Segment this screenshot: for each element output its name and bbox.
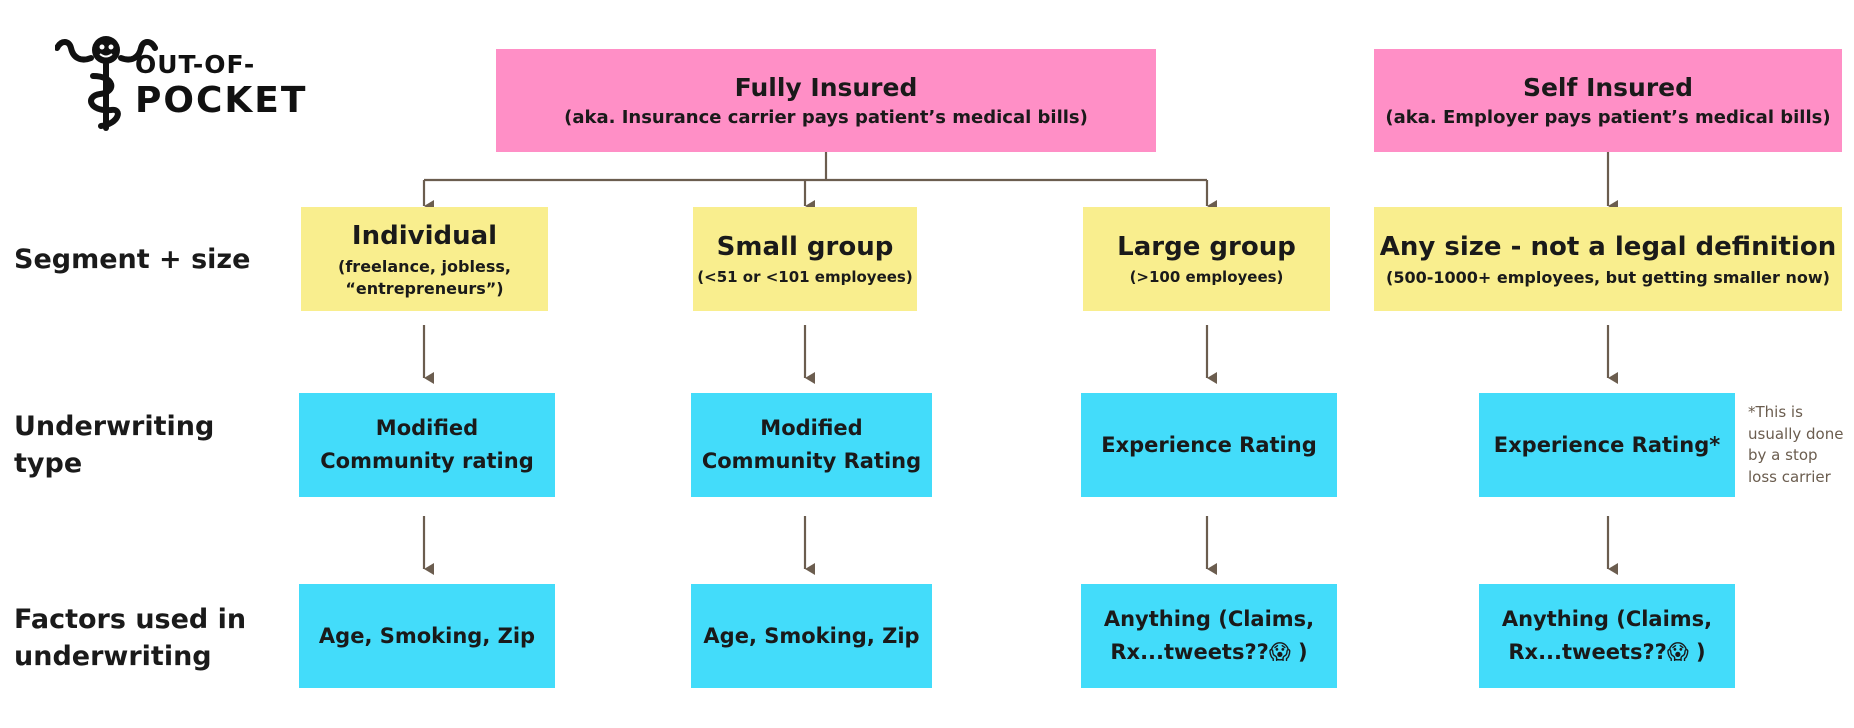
underwriting-line1: Experience Rating*	[1493, 432, 1721, 457]
underwriting-self-insured: Experience Rating*	[1479, 393, 1735, 497]
underwriting-line1: Modified	[760, 416, 863, 440]
logo-mascot-icon	[54, 36, 158, 131]
factors-line1: Anything (Claims,	[1103, 607, 1315, 631]
factors-line2: Rx...tweets??😱 )	[1508, 640, 1706, 664]
footnote-stop-loss: *This is usually done by a stop loss car…	[1748, 402, 1854, 488]
row-label-factors: Factors used in underwriting	[14, 601, 246, 675]
fully-insured-title: Fully Insured	[734, 72, 918, 102]
fully-insured-header: Fully Insured (aka. Insurance carrier pa…	[496, 49, 1156, 152]
segment-title: Any size - not a legal definition	[1379, 231, 1837, 262]
factors-small-group: Age, Smoking, Zip	[691, 584, 932, 688]
segment-any-size: Any size - not a legal definition (500-1…	[1374, 207, 1842, 311]
segment-title: Individual	[351, 220, 498, 251]
self-insured-title: Self Insured	[1522, 72, 1694, 102]
footnote-line1: *This is	[1748, 403, 1803, 421]
footnote-line3: by a stop	[1748, 446, 1818, 464]
row-label-factors-line2: underwriting	[14, 641, 212, 672]
out-of-pocket-logo: OUT-OF- POCKET	[54, 36, 325, 136]
segment-individual: Individual (freelance, jobless, “entrepr…	[301, 207, 548, 311]
segment-subtitle-line1: (<51 or <101 employees)	[697, 268, 913, 286]
fully-insured-subtitle: (aka. Insurance carrier pays patient’s m…	[564, 106, 1088, 128]
segment-subtitle-line1: (>100 employees)	[1129, 268, 1284, 286]
underwriting-line2: Community Rating	[701, 449, 922, 473]
underwriting-line1: Modified	[375, 416, 479, 440]
row-label-segment: Segment + size	[14, 241, 250, 278]
factors-line2: Rx...tweets??😱 )	[1110, 640, 1308, 664]
row-label-underwriting-line2: type	[14, 448, 83, 479]
underwriting-line1: Experience Rating	[1101, 432, 1317, 457]
underwriting-individual: Modified Community rating	[299, 393, 555, 497]
logo-text-line2: POCKET	[135, 80, 308, 121]
factors-line1: Age, Smoking, Zip	[703, 623, 920, 648]
row-label-segment-text: Segment + size	[14, 244, 251, 275]
footnote-line4: loss carrier	[1748, 467, 1831, 486]
segment-large-group: Large group (>100 employees)	[1083, 207, 1330, 311]
factors-self-insured: Anything (Claims, Rx...tweets??😱 )	[1479, 584, 1735, 688]
segment-subtitle-line1: (500-1000+ employees, but getting smalle…	[1386, 267, 1830, 287]
row-label-underwriting-line1: Underwriting	[14, 411, 215, 442]
underwriting-small-group: Modified Community Rating	[691, 393, 932, 497]
factors-individual: Age, Smoking, Zip	[299, 584, 555, 688]
row-label-factors-line1: Factors used in	[14, 604, 247, 635]
segment-subtitle-line2: “entrepreneurs”)	[345, 278, 504, 298]
factors-line1: Age, Smoking, Zip	[318, 623, 536, 648]
logo-text-line1: OUT-OF-	[135, 50, 256, 79]
factors-large-group: Anything (Claims, Rx...tweets??😱 )	[1081, 584, 1337, 688]
segment-small-group: Small group (<51 or <101 employees)	[693, 207, 917, 311]
underwriting-large-group: Experience Rating	[1081, 393, 1337, 497]
segment-title: Small group	[716, 232, 894, 262]
self-insured-subtitle: (aka. Employer pays patient’s medical bi…	[1385, 106, 1831, 128]
segment-subtitle-line1: (freelance, jobless,	[338, 256, 511, 276]
footnote-line2: usually done	[1748, 424, 1844, 443]
row-label-underwriting: Underwriting type	[14, 408, 214, 482]
segment-title: Large group	[1117, 232, 1296, 262]
factors-line1: Anything (Claims,	[1501, 607, 1713, 631]
self-insured-header: Self Insured (aka. Employer pays patient…	[1374, 49, 1842, 152]
underwriting-line2: Community rating	[320, 449, 534, 473]
